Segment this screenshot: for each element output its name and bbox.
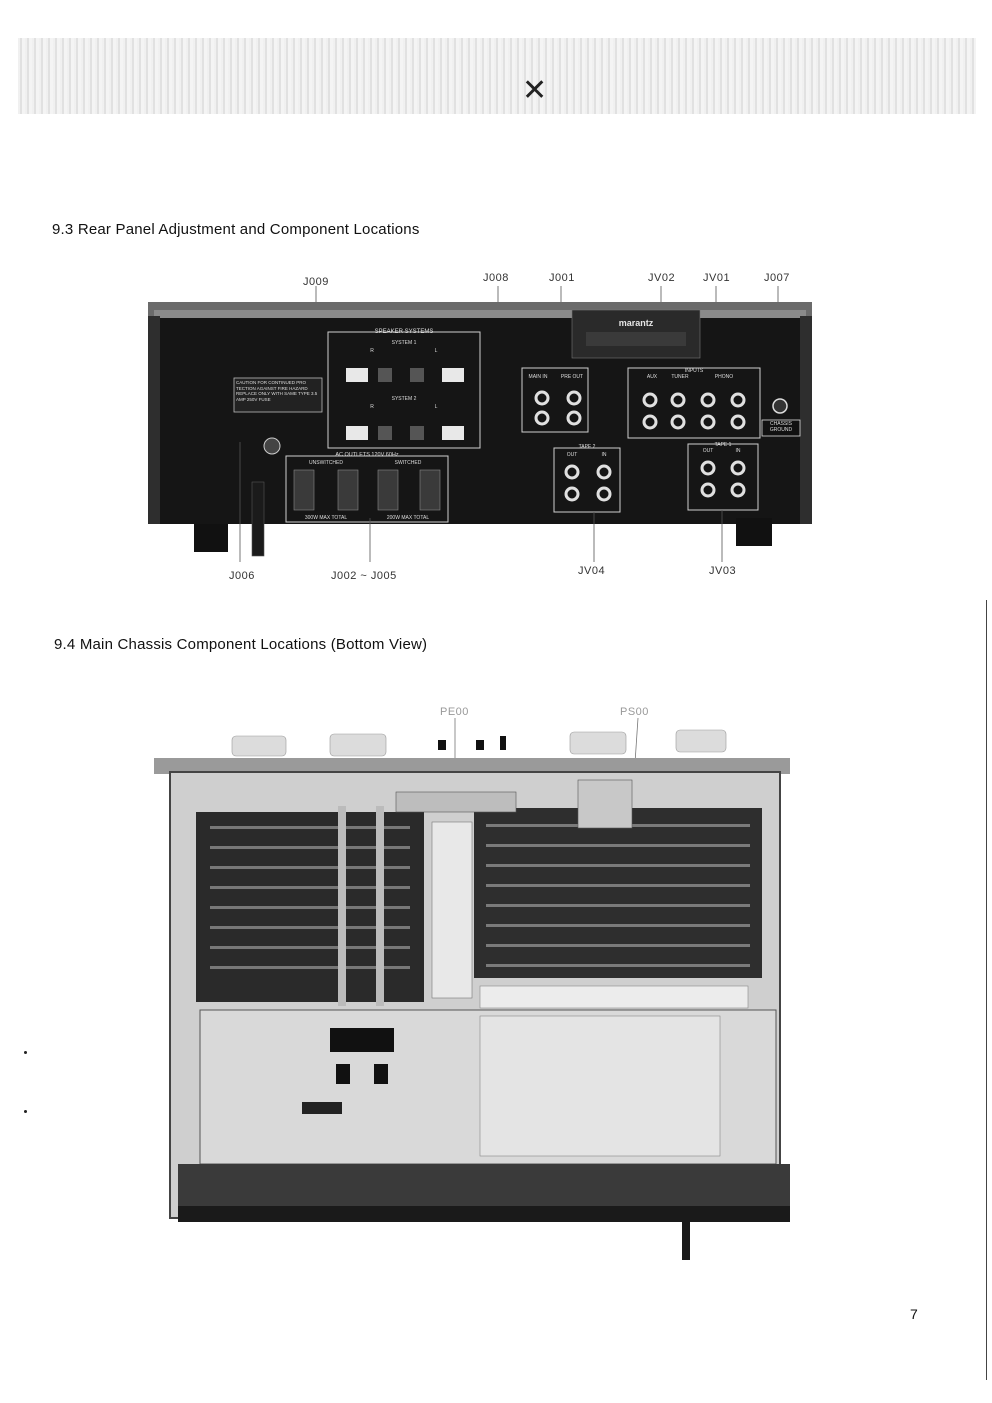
max200-label: 200W MAX TOTAL	[387, 515, 429, 521]
callout-jv01: JV01	[703, 272, 731, 284]
tuner-label: TUNER	[671, 374, 689, 380]
rear-panel-photo: marantz CAUTION FOR CONTINUED PRO TECTIO…	[148, 286, 812, 562]
brand-label: marantz	[619, 318, 654, 328]
inputs-label: INPUTS	[685, 368, 704, 374]
tape1-label: TAPE 1	[715, 442, 732, 448]
phono-label: PHONO	[715, 374, 733, 380]
margin-dot	[24, 1051, 27, 1054]
switched-label: SWITCHED	[395, 460, 422, 466]
callout-j006: J006	[229, 570, 255, 582]
callout-j008: J008	[483, 272, 509, 284]
callout-j001: J001	[549, 272, 575, 284]
callout-jv04: JV04	[578, 565, 606, 577]
page-number: 7	[910, 1306, 918, 1322]
tape2-label: TAPE 2	[579, 444, 596, 450]
system1-label: SYSTEM 1	[392, 340, 417, 346]
scan-header-band	[18, 38, 976, 114]
max300-label: 300W MAX TOTAL	[305, 515, 347, 521]
callout-j002-j005: J002 ~ J005	[331, 570, 397, 582]
callout-jv02: JV02	[648, 272, 676, 284]
margin-dot	[24, 1110, 27, 1113]
system1-r-label: R	[370, 348, 374, 354]
aux-label: AUX	[647, 374, 658, 380]
tape2-out-label: OUT	[567, 452, 578, 458]
unswitched-label: UNSWITCHED	[309, 460, 343, 466]
system2-label: SYSTEM 2	[392, 396, 417, 402]
system2-r-label: R	[370, 404, 374, 410]
callout-ps00: PS00	[620, 706, 649, 718]
bottom-chassis-photo	[154, 717, 790, 1260]
header-mark: ✕	[522, 74, 548, 107]
callout-pe00: PE00	[440, 706, 469, 718]
speaker-systems-label: SPEAKER SYSTEMS	[375, 329, 434, 335]
tape1-out-label: OUT	[703, 448, 714, 454]
ac-outlets-label: AC OUTLETS 120V 60Hz	[335, 452, 399, 458]
system2-l-label: L	[435, 404, 438, 410]
system1-l-label: L	[435, 348, 438, 354]
tape2-in-label: IN	[602, 452, 607, 458]
tape1-in-label: IN	[736, 448, 741, 454]
page-edge-line	[986, 600, 987, 1380]
section-heading-rear-panel: 9.3 Rear Panel Adjustment and Component …	[52, 221, 420, 238]
chassis-ground-label: CHASSIS GROUND	[769, 421, 793, 433]
section-heading-bottom-view: 9.4 Main Chassis Component Locations (Bo…	[54, 636, 428, 653]
callout-jv03: JV03	[709, 565, 737, 577]
callout-j007: J007	[764, 272, 790, 284]
main-in-label: MAIN IN	[529, 374, 548, 380]
caution-label: CAUTION FOR CONTINUED PRO TECTION AGAINS…	[236, 380, 318, 402]
callout-j009: J009	[303, 276, 329, 288]
pre-out-label: PRE OUT	[561, 374, 583, 380]
